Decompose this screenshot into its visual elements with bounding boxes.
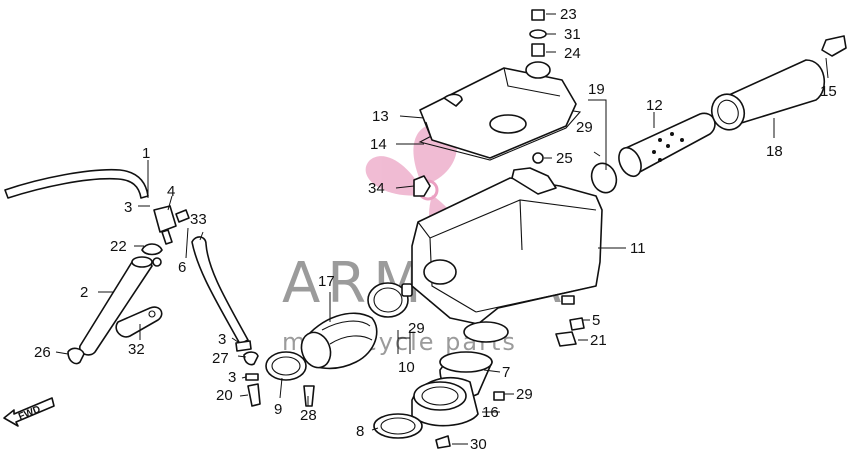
fwd-label: FWD xyxy=(17,404,42,423)
band-9 xyxy=(265,351,307,381)
callout-29c: 29 xyxy=(516,386,533,403)
screw-29-lower xyxy=(493,391,505,401)
cap-nut-25 xyxy=(532,152,544,164)
callout-24: 24 xyxy=(564,45,581,62)
leader-lines xyxy=(55,13,829,445)
callout-8: 8 xyxy=(356,423,364,440)
callout-4: 4 xyxy=(167,183,175,200)
callout-27: 27 xyxy=(212,350,229,367)
band-5-21 xyxy=(463,321,577,347)
callout-29a: 29 xyxy=(576,119,593,136)
breather-hose-1 xyxy=(4,168,149,199)
callout-3b: 3 xyxy=(218,331,226,348)
callout-10: 10 xyxy=(398,359,415,376)
callout-21: 21 xyxy=(590,332,607,349)
screw-34 xyxy=(413,175,431,197)
callout-13: 13 xyxy=(372,108,389,125)
clip-15 xyxy=(821,35,847,57)
callout-1: 1 xyxy=(142,145,150,162)
callout-20: 20 xyxy=(216,387,233,404)
callout-12: 12 xyxy=(646,97,663,114)
callout-7: 7 xyxy=(502,364,510,381)
callout-33: 33 xyxy=(190,211,207,228)
callout-numbers: 1 2 3 3 3 4 5 6 7 8 9 10 11 12 13 14 15 … xyxy=(34,6,837,453)
callout-29b: 29 xyxy=(408,320,425,337)
callout-2: 2 xyxy=(80,284,88,301)
breather-hose-33 xyxy=(191,236,249,345)
screw-28 xyxy=(303,385,315,407)
screw-30 xyxy=(435,435,451,449)
callout-19: 19 xyxy=(588,81,605,98)
callout-25: 25 xyxy=(556,150,573,167)
callout-34: 34 xyxy=(368,180,385,197)
callout-17: 17 xyxy=(318,273,335,290)
element-holder-12 xyxy=(618,112,716,178)
tube-band-10 xyxy=(367,282,413,318)
top-fasteners-23-31-24 xyxy=(529,9,547,57)
callout-30: 30 xyxy=(470,436,487,453)
callout-3c: 3 xyxy=(228,369,236,386)
small-fittings-left xyxy=(235,340,261,407)
callout-23: 23 xyxy=(560,6,577,23)
clip-22 xyxy=(141,243,163,256)
callout-15: 15 xyxy=(820,83,837,100)
callout-9: 9 xyxy=(274,401,282,418)
fwd-arrow-icon: FWD xyxy=(3,397,55,427)
element-band-19 xyxy=(590,162,618,194)
callout-16: 16 xyxy=(482,404,499,421)
callout-5: 5 xyxy=(592,312,600,329)
drain-tube-2 xyxy=(79,256,162,356)
air-cleaner-case-11 xyxy=(411,167,603,331)
callout-31: 31 xyxy=(564,26,581,43)
filter-element-18 xyxy=(710,59,825,131)
tube-16 xyxy=(411,376,479,427)
callout-32: 32 xyxy=(128,341,145,358)
callout-22: 22 xyxy=(110,238,127,255)
callout-28: 28 xyxy=(300,407,317,424)
plug-26 xyxy=(67,347,85,365)
connecting-tube-17 xyxy=(300,312,378,370)
callout-14: 14 xyxy=(370,136,387,153)
callout-11: 11 xyxy=(630,240,646,257)
callout-6: 6 xyxy=(178,259,186,276)
callout-3a: 3 xyxy=(124,199,132,216)
joint-4 xyxy=(153,205,190,245)
band-8 xyxy=(373,413,423,439)
clamp-32 xyxy=(115,306,163,338)
callout-18: 18 xyxy=(766,143,783,160)
callout-26: 26 xyxy=(34,344,51,361)
case-cover-13 xyxy=(419,61,577,159)
